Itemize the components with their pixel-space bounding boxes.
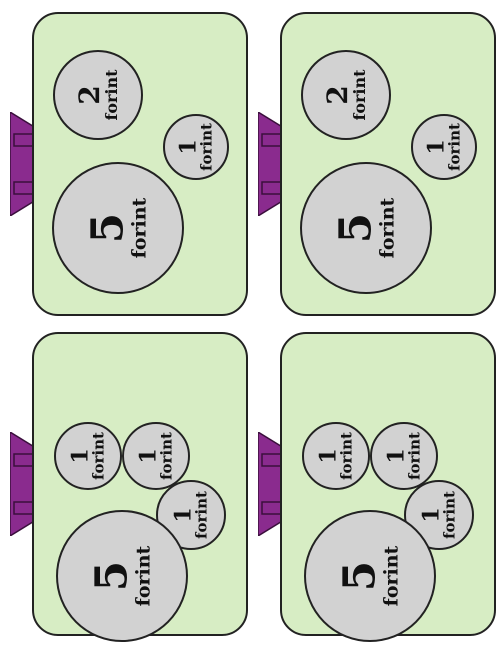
purse-clasp-icon [10,432,36,536]
purse-clasp-icon [258,432,284,536]
purse-clasp-icon [258,112,284,216]
purse-clasp-icon [10,112,36,216]
